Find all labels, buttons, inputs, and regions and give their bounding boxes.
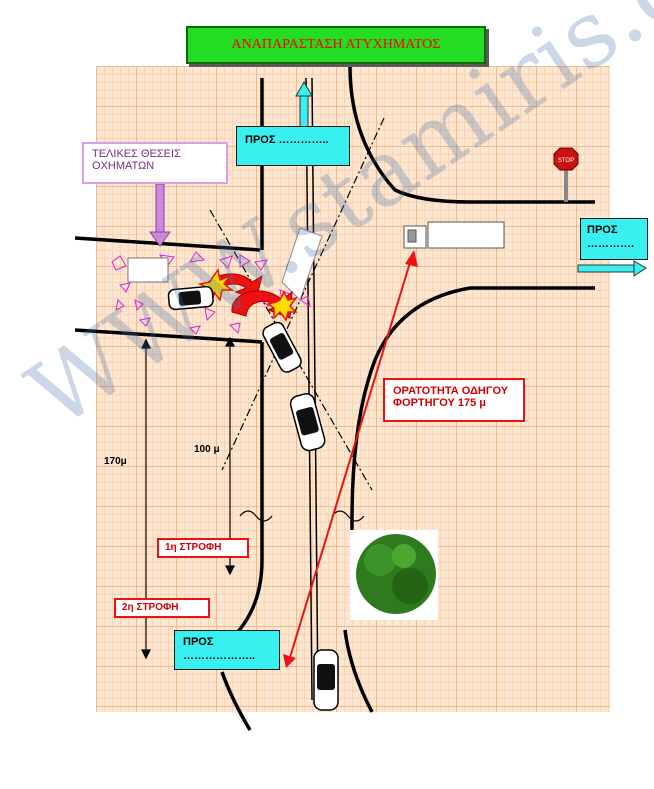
stop-sign-text: STOP — [558, 158, 574, 164]
distance-100-label: 100 μ — [194, 444, 220, 455]
car-start-position — [313, 649, 339, 711]
main-road-right-edge-bottom — [343, 629, 374, 713]
main-road-left-edge-lower — [228, 342, 264, 642]
second-turn-label: 2η ΣΤΡΟΦΗ — [122, 602, 179, 613]
truck-trailer-debris — [281, 227, 323, 301]
wavy-marks — [239, 510, 365, 522]
final-positions-line-2: ΟΧΗΜΑΤΩΝ — [92, 160, 155, 172]
side-road-top-edge — [74, 236, 261, 252]
title-banner: ΑΝΑΠΑΡΑΣΤΑΣΗ ΑΤΥΧΗΜΑΤΟΣ — [186, 26, 486, 64]
stop-sign-icon — [553, 147, 579, 202]
visibility-line-2: ΦΟΡΤΗΓΟΥ 175 μ — [393, 397, 486, 409]
tree-icon — [350, 530, 438, 620]
final-positions-box: ΤΕΛΙΚΕΣ ΘΕΣΕΙΣ ΟΧΗΜΑΤΩΝ — [82, 142, 228, 184]
visibility-line — [283, 250, 418, 668]
east-arrow — [577, 260, 647, 277]
first-turn-box: 1η ΣΤΡΟΦΗ — [157, 538, 249, 558]
right-road-top-edge — [348, 65, 595, 204]
north-arrow — [295, 80, 313, 133]
page-title: ΑΝΑΠΑΡΑΣΤΑΣΗ ΑΤΥΧΗΜΑΤΟΣ — [231, 37, 441, 52]
direction-box-right-line-2: …………. — [587, 238, 635, 250]
direction-box-bottom-line-1: ΠΡΟΣ — [183, 636, 214, 648]
car-crash-position — [262, 321, 302, 373]
right-road-bottom-edge — [350, 286, 595, 620]
side-road-bottom-edge — [74, 328, 263, 344]
final-positions-line-1: ΤΕΛΙΚΕΣ ΘΕΣΕΙΣ — [92, 148, 181, 160]
second-turn-box: 2η ΣΤΡΟΦΗ — [114, 598, 210, 618]
direction-box-right-line-1: ΠΡΟΣ — [587, 224, 618, 236]
center-double-line — [305, 77, 319, 701]
main-road-left-edge-bottom — [220, 671, 252, 731]
final-position-arrow — [149, 183, 171, 247]
visibility-box: ΟΡΑΤΟΤΗΤΑ ΟΔΗΓΟΥ ΦΟΡΤΗΓΟΥ 175 μ — [383, 378, 525, 422]
first-turn-label: 1η ΣΤΡΟΦΗ — [165, 542, 222, 553]
direction-box-bottom-line-2: ……………….. — [183, 650, 256, 662]
truck — [403, 221, 505, 249]
direction-box-bottom: ΠΡΟΣ ……………….. — [174, 630, 280, 670]
visibility-line-1: ΟΡΑΤΟΤΗΤΑ ΟΔΗΓΟΥ — [393, 385, 509, 397]
direction-box-top-text: ΠΡΟΣ ………….. — [245, 134, 329, 146]
direction-box-right: ΠΡΟΣ …………. — [580, 218, 648, 260]
car-final-position — [167, 285, 214, 311]
direction-box-top: ΠΡΟΣ ………….. — [236, 126, 350, 166]
distance-170-label: 170μ — [104, 456, 127, 467]
car-approach-position — [289, 393, 326, 452]
trailer-final-position — [127, 257, 169, 283]
